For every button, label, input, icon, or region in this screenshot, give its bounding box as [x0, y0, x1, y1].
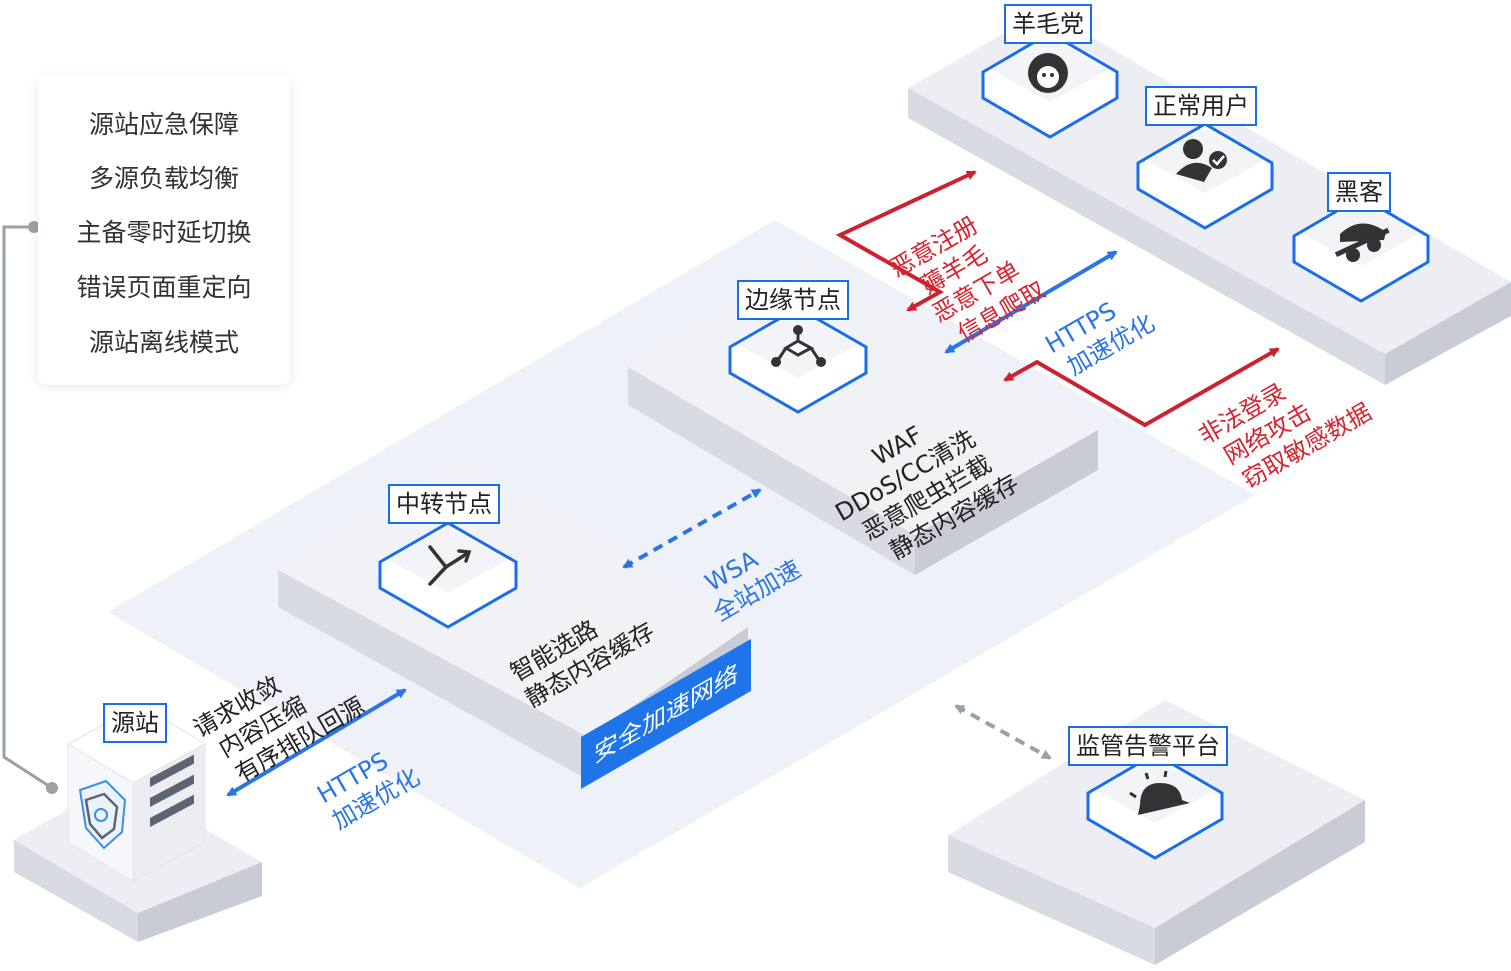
origin-server	[66, 704, 207, 883]
origin-feature-list: 源站应急保障 多源负载均衡 主备零时延切换 错误页面重定向 源站离线模式	[38, 75, 290, 385]
edge-platform	[628, 263, 1098, 575]
alarm-icon	[1129, 770, 1190, 815]
user-check-icon	[1176, 139, 1227, 182]
hacker-label: 黑客	[1327, 172, 1391, 212]
feature-item: 源站离线模式	[88, 328, 239, 357]
origin-label: 源站	[103, 703, 167, 743]
network-node-icon	[771, 325, 826, 367]
arrow-hacker-threats	[1003, 347, 1280, 428]
arrow-relay-edge-wsa	[622, 488, 762, 569]
relay-hex	[378, 521, 518, 629]
sheep-icon	[1028, 53, 1068, 93]
arrow-monitor	[954, 704, 1052, 760]
arrow-wool-threats	[835, 170, 977, 312]
feature-item: 多源负载均衡	[88, 164, 239, 193]
feature-item: 源站应急保障	[88, 110, 239, 139]
normal-user-label: 正常用户	[1145, 86, 1257, 126]
shield-server-icon	[78, 779, 127, 850]
monitor-label: 监管告警平台	[1068, 726, 1228, 766]
feature-item: 主备零时延切换	[76, 218, 252, 247]
feature-connector	[2, 225, 53, 790]
hacker-icon	[1334, 223, 1390, 262]
route-icon	[428, 545, 472, 586]
relay-label: 中转节点	[388, 484, 500, 524]
arrow-origin-relay	[226, 688, 407, 797]
arrow-edge-normal-https	[944, 250, 1118, 354]
edge-label: 边缘节点	[737, 280, 849, 320]
feature-item: 错误页面重定向	[76, 273, 252, 302]
wool-label: 羊毛党	[1004, 4, 1092, 44]
edge-hex	[728, 306, 868, 414]
